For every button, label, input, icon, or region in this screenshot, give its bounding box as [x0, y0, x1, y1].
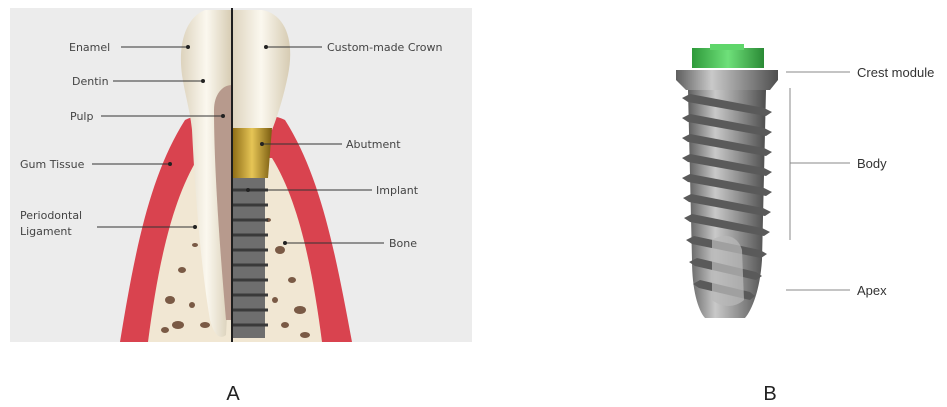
caption-a: A — [226, 383, 240, 405]
label-implant: Implant — [376, 184, 419, 197]
panel-a-illustration — [10, 8, 472, 342]
caption-b: B — [763, 383, 776, 405]
label-gum-tissue: Gum Tissue — [20, 158, 85, 171]
panel-b-leaders — [786, 72, 850, 290]
label-dentin: Dentin — [72, 75, 109, 88]
abutment-shape — [232, 128, 272, 178]
label-pulp: Pulp — [70, 110, 93, 123]
implant-shape — [232, 178, 268, 338]
label-periodontal: Periodontal — [20, 209, 82, 222]
label-abutment: Abutment — [346, 138, 401, 151]
crest-module-collar — [676, 70, 778, 90]
label-crest-module: Crest module — [857, 65, 934, 80]
label-body: Body — [857, 156, 887, 171]
label-custom-crown: Custom-made Crown — [327, 41, 443, 54]
label-enamel: Enamel — [69, 41, 110, 54]
apex-groove — [712, 236, 744, 306]
label-ligament: Ligament — [20, 225, 72, 238]
label-apex: Apex — [857, 283, 887, 298]
green-cap — [692, 48, 764, 68]
label-bone: Bone — [389, 237, 417, 250]
implant-fixture — [676, 44, 778, 318]
